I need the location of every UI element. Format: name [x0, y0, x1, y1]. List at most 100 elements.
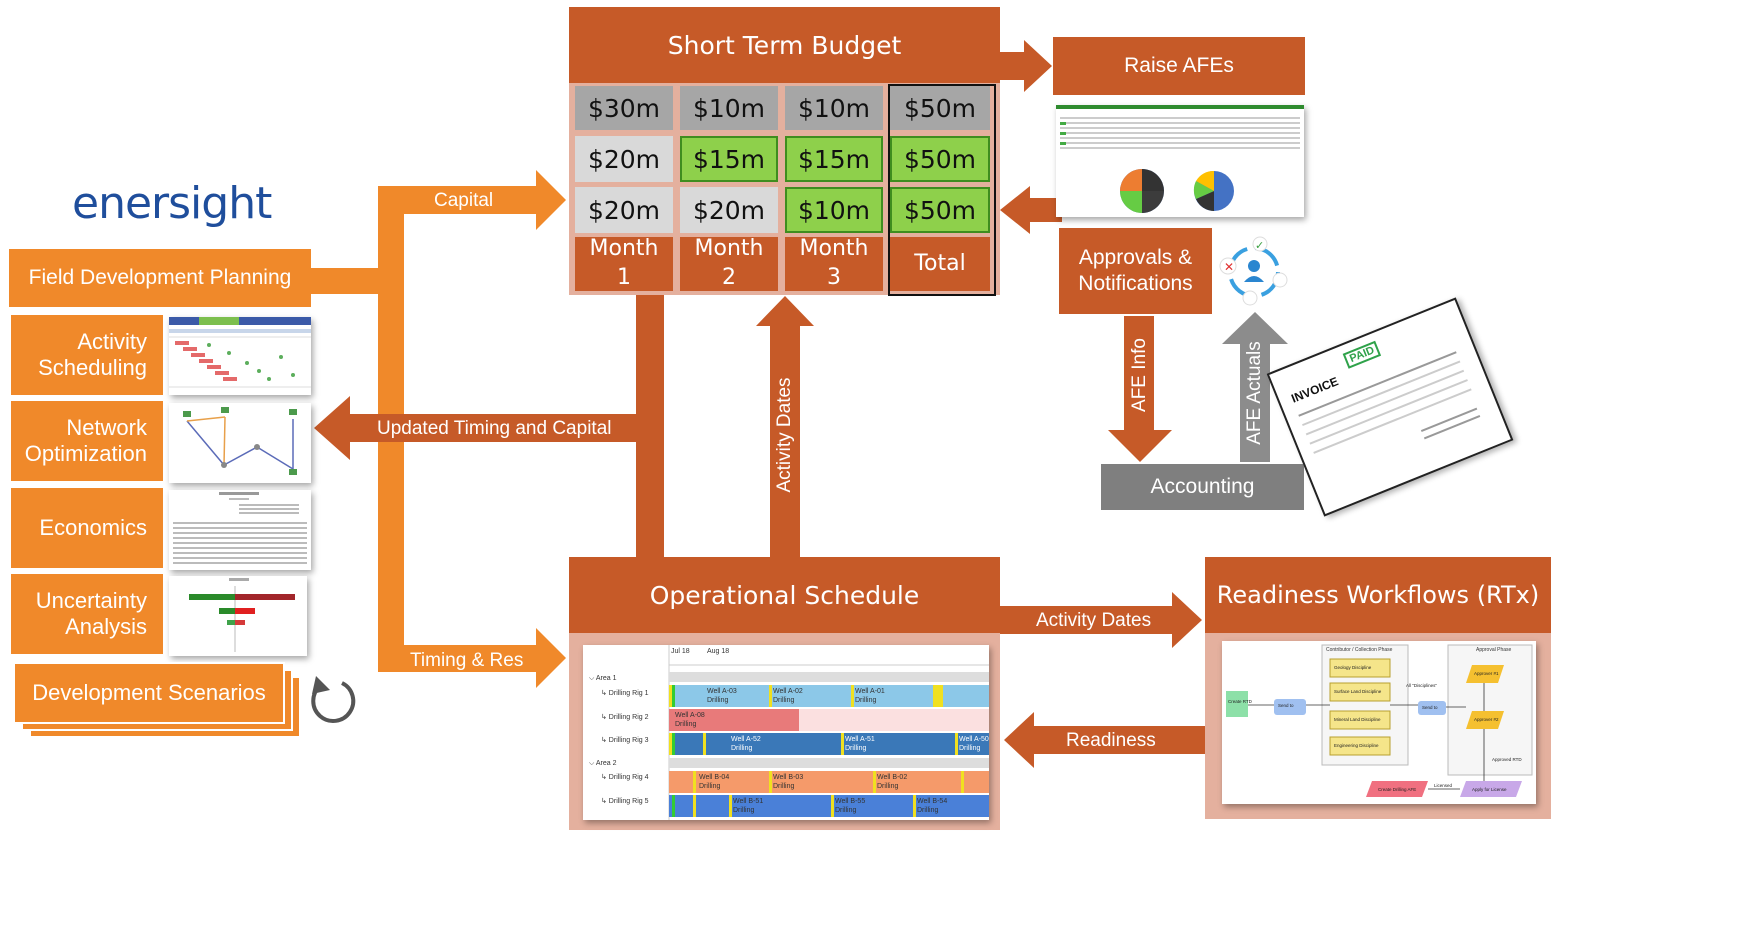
total-label: Total	[890, 237, 990, 291]
activity-scheduling-thumbnail	[169, 317, 311, 395]
gantt-month-1: Jul 18	[671, 648, 690, 655]
budget-cell-r2-m3: $15m	[785, 136, 883, 182]
budget-cell-r3-total: $50m	[890, 187, 990, 233]
activity-up-arrow	[756, 296, 814, 558]
updated-label: Updated Timing and Capital	[377, 418, 612, 439]
approvals-cycle-icon: ✕ ✓	[1219, 236, 1288, 306]
gantt-rig-5: ↳ Drilling Rig 5	[601, 797, 649, 805]
accounting-box: Accounting	[1101, 464, 1304, 510]
svg-text:Drilling: Drilling	[877, 783, 899, 790]
svg-text:Surface Land Discipline: Surface Land Discipline	[1334, 689, 1382, 694]
development-scenarios-box: Development Scenarios	[13, 662, 285, 724]
svg-text:Well A-51: Well A-51	[845, 736, 875, 743]
svg-text:Approver #2: Approver #2	[1474, 717, 1499, 722]
gantt-rig-4: ↳ Drilling Rig 4	[601, 773, 649, 781]
capital-arrow	[378, 170, 566, 230]
readiness-label: Readiness	[1066, 730, 1156, 751]
svg-text:Apply for License: Apply for License	[1472, 787, 1507, 792]
trunk-fdp-link	[310, 268, 380, 294]
approvals-notifications-box: Approvals & Notifications	[1059, 228, 1212, 314]
activity-right-arrow	[998, 592, 1202, 648]
svg-text:Well A-01: Well A-01	[855, 688, 885, 695]
gantt-bar-label: Well A-03	[707, 688, 737, 695]
workflow-phase-2: Approval Phase	[1476, 647, 1512, 653]
economics-box: Economics	[11, 488, 163, 568]
activity-dates-vertical-label: Activity Dates	[774, 377, 795, 493]
raise-afes-box: Raise AFEs	[1053, 37, 1305, 95]
budget-cell-r3-m1: $20m	[575, 187, 673, 233]
svg-text:Approver #1: Approver #1	[1474, 671, 1499, 676]
budget-cell-r1-m2: $10m	[680, 86, 778, 130]
gantt-area-1: ⌵ Area 1	[589, 675, 617, 682]
operational-schedule-title: Operational Schedule	[569, 557, 1000, 633]
updated-arrow	[314, 396, 664, 460]
uncertainty-analysis-thumbnail	[169, 576, 307, 656]
economics-thumbnail	[169, 490, 311, 570]
budget-cell-r2-total: $50m	[890, 136, 990, 182]
svg-text:Well B-55: Well B-55	[835, 798, 865, 805]
svg-text:Drilling: Drilling	[773, 697, 795, 704]
svg-text:Drilling: Drilling	[773, 783, 795, 790]
uncertainty-analysis-box: Uncertainty Analysis	[11, 574, 163, 654]
svg-text:Drilling: Drilling	[855, 697, 877, 704]
svg-text:✕: ✕	[1224, 260, 1234, 274]
enersight-logo: enersight	[72, 178, 272, 229]
svg-text:Drilling: Drilling	[731, 745, 753, 752]
svg-text:Geology Discipline: Geology Discipline	[1334, 665, 1372, 670]
readiness-arrow	[1004, 712, 1206, 768]
workflow-phase-1: Contributor / Collection Phase	[1326, 647, 1393, 653]
activity-dates-label: Activity Dates	[1036, 610, 1152, 631]
svg-text:Send to: Send to	[1278, 703, 1294, 708]
gantt-area-2: ⌵ Area 2	[589, 760, 617, 767]
gantt-month-2: Aug 18	[707, 648, 729, 655]
svg-text:Well A-52: Well A-52	[731, 736, 761, 743]
svg-text:Well B-51: Well B-51	[733, 798, 763, 805]
month-2-label: Month 2	[680, 236, 778, 291]
readiness-workflows-title: Readiness Workflows (RTx)	[1205, 557, 1551, 633]
svg-text:Approved RTD: Approved RTD	[1492, 757, 1522, 762]
svg-text:Drilling: Drilling	[959, 745, 981, 752]
raise-afe-arrow	[996, 40, 1052, 92]
afe-back-arrow	[1000, 186, 1062, 234]
timing-label: Timing & Res	[410, 650, 524, 671]
svg-text:Well A-08: Well A-08	[675, 712, 705, 719]
afe-actuals-arrow	[1222, 312, 1288, 462]
short-term-budget-title: Short Term Budget	[569, 7, 1000, 83]
svg-text:Drilling: Drilling	[835, 807, 857, 814]
field-development-planning-header: Field Development Planning	[9, 249, 311, 307]
budget-cell-r3-m3: $10m	[785, 187, 883, 233]
month-3-label: Month 3	[785, 236, 883, 291]
budget-cell-r2-m1: $20m	[575, 136, 673, 182]
network-optimization-thumbnail	[169, 403, 311, 483]
timing-arrow	[378, 628, 566, 688]
svg-text:Create Drilling AFE: Create Drilling AFE	[1378, 787, 1416, 792]
svg-text:Well B-04: Well B-04	[699, 774, 729, 781]
refresh-icon	[311, 681, 356, 723]
activity-scheduling-box: Activity Scheduling	[11, 315, 163, 395]
svg-text:Drilling: Drilling	[707, 697, 729, 704]
network-optimization-box: Network Optimization	[11, 401, 163, 481]
svg-text:Licensed: Licensed	[1434, 783, 1453, 788]
gantt-rig-2: ↳ Drilling Rig 2	[601, 713, 649, 721]
afe-actuals-label: AFE Actuals	[1244, 341, 1265, 445]
svg-text:Drilling: Drilling	[699, 783, 721, 790]
budget-cell-r3-m2: $20m	[680, 187, 778, 233]
afe-info-label: AFE Info	[1129, 338, 1150, 412]
svg-text:Create RTD: Create RTD	[1228, 699, 1253, 704]
svg-text:Well B-03: Well B-03	[773, 774, 803, 781]
budget-cell-r1-m1: $30m	[575, 86, 673, 130]
afe-info-arrow	[1108, 316, 1172, 462]
svg-text:Send to: Send to	[1422, 705, 1438, 710]
gantt-rig-3: ↳ Drilling Rig 3	[601, 736, 649, 744]
svg-text:Drilling: Drilling	[917, 807, 939, 814]
budget-cell-r2-m2: $15m	[680, 136, 778, 182]
total-column-outline	[888, 84, 996, 296]
month-1-label: Month 1	[575, 236, 673, 291]
gantt-rig-1: ↳ Drilling Rig 1	[601, 689, 649, 697]
svg-text:Drilling: Drilling	[733, 807, 755, 814]
svg-text:Well A-50: Well A-50	[959, 736, 989, 743]
svg-text:Drilling: Drilling	[675, 721, 697, 728]
paid-stamp: PAID	[1342, 340, 1382, 369]
svg-text:✓: ✓	[1255, 239, 1264, 252]
